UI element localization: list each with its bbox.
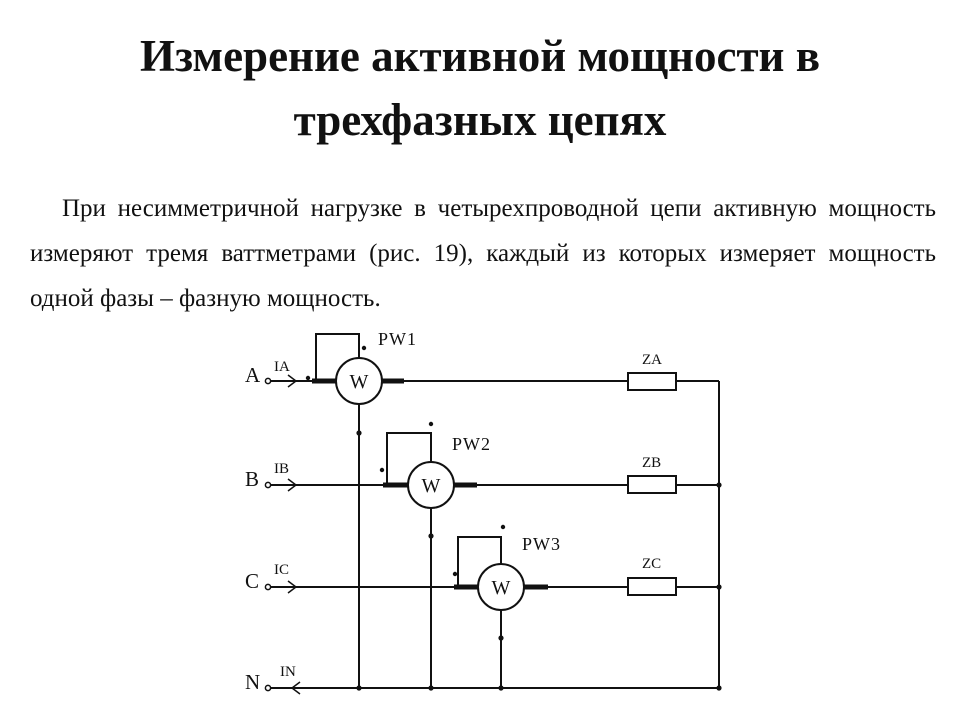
- wattmeter-label-pw1: PW1: [378, 329, 417, 349]
- wire-pw3-loop: [457, 536, 502, 587]
- terminal-b: [264, 481, 272, 489]
- polarity-mark: [361, 345, 367, 351]
- wattmeter-symbol-pw1: W: [350, 371, 369, 393]
- current-coils: [312, 378, 548, 590]
- junction-dot: [498, 685, 504, 691]
- slide-title: Измерение активной мощности в трехфазных…: [0, 24, 960, 152]
- body-paragraph: При несимметричной нагрузке в четырехпро…: [30, 195, 936, 312]
- junction-dot: [356, 430, 362, 436]
- current-label-a: IA: [274, 359, 290, 375]
- junction-dot: [356, 685, 362, 691]
- impedance-label-za: ZA: [642, 352, 662, 368]
- terminal-c: [264, 583, 272, 591]
- wattmeter-symbol-pw2: W: [422, 475, 441, 497]
- title-line-1: Измерение активной мощности в: [139, 31, 821, 81]
- impedance-zc-icon: [627, 577, 677, 596]
- current-label-b: IB: [274, 461, 289, 477]
- arrow-b-icon: [287, 478, 298, 492]
- node-label-b: B: [245, 467, 259, 491]
- current-label-c: IC: [274, 562, 289, 578]
- polarity-mark: [379, 467, 385, 473]
- node-label-n: N: [245, 670, 260, 694]
- wattmeter-pw1-icon: [335, 357, 383, 405]
- junction-dot: [716, 482, 722, 488]
- impedance-za-icon: [627, 372, 677, 391]
- current-label-n: IN: [280, 664, 296, 680]
- current-arrows: [287, 374, 301, 695]
- arrow-a-icon: [287, 374, 298, 388]
- junction-dot: [716, 584, 722, 590]
- terminal-a: [264, 377, 272, 385]
- terminals: [264, 377, 272, 692]
- wattmeter-label-pw2: PW2: [452, 434, 491, 454]
- impedance-boxes: [627, 372, 677, 596]
- polarity-mark: [452, 571, 458, 577]
- node-label-c: C: [245, 569, 259, 593]
- node-label-a: A: [245, 363, 261, 387]
- polarity-mark: [305, 375, 311, 381]
- junction-dot: [498, 635, 504, 641]
- junction-dot: [428, 685, 434, 691]
- polarity-mark: [500, 524, 506, 530]
- circuit-wires: [270, 333, 720, 689]
- wire-pw1-loop: [315, 333, 360, 381]
- junction-dot: [716, 685, 722, 691]
- terminal-n: [264, 684, 272, 692]
- impedance-label-zc: ZC: [642, 556, 661, 572]
- wattmeter-bodies: [335, 357, 525, 611]
- arrow-n-icon: [290, 681, 301, 695]
- impedance-zb-icon: [627, 475, 677, 494]
- junction-dots: [305, 345, 722, 691]
- wattmeter-pw2-icon: [407, 461, 455, 509]
- impedance-label-zb: ZB: [642, 455, 661, 471]
- polarity-mark: [428, 421, 434, 427]
- junction-dot: [428, 533, 434, 539]
- wattmeter-pw3-icon: [477, 563, 525, 611]
- wattmeter-label-pw3: PW3: [522, 534, 561, 554]
- title-line-2: трехфазных цепях: [293, 95, 667, 145]
- arrow-c-icon: [287, 580, 298, 594]
- wire-pw2-loop: [386, 432, 432, 485]
- wattmeter-symbol-pw3: W: [492, 577, 511, 599]
